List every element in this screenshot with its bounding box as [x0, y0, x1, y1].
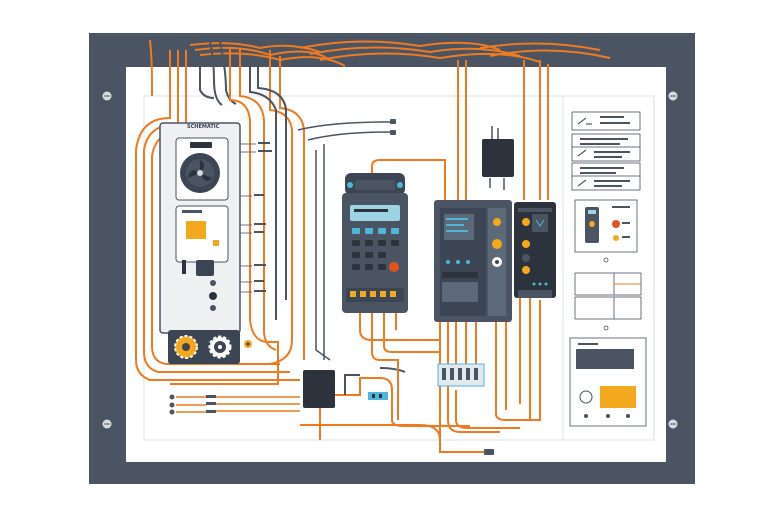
connector-arrows	[390, 119, 396, 135]
top-box-wires	[489, 126, 505, 190]
drive1-buttons	[352, 228, 399, 234]
legend-column	[562, 96, 655, 440]
cabinet-callouts	[240, 143, 256, 293]
drive1-wires	[359, 159, 446, 420]
drive2-leds	[446, 218, 468, 232]
terminal-end-marker	[484, 449, 494, 455]
callout-dashes	[254, 142, 272, 292]
terminal-markers-left	[169, 394, 216, 415]
cable-bundle-dark	[209, 41, 237, 106]
drive1-terminals	[350, 291, 396, 297]
legend-switch-5	[571, 175, 641, 191]
lower-right-wires	[439, 298, 541, 440]
relay-icon	[303, 370, 335, 408]
gear-icon	[174, 335, 198, 359]
legend-switch-3	[571, 146, 641, 162]
bottom-left-wires	[176, 396, 300, 413]
drive-unit-3	[514, 202, 556, 298]
left-dark-bundle	[199, 56, 287, 320]
screw-icon	[668, 91, 678, 101]
drive3-leds	[532, 282, 548, 286]
legend-boxes	[574, 272, 642, 320]
cabinet-title: SCHEMATIC	[187, 124, 220, 130]
drive1-keypad	[352, 240, 399, 270]
left-small-wires	[297, 121, 391, 361]
screw-icon	[102, 419, 112, 429]
legend-display	[569, 337, 647, 427]
screw-icon	[668, 419, 678, 429]
top-relay-box	[482, 139, 514, 177]
left-orange-bundle	[135, 48, 305, 385]
drive-unit-2	[434, 200, 512, 322]
legend-switch-2	[571, 133, 641, 149]
small-terminal-block	[368, 392, 388, 400]
legend-device	[574, 199, 638, 253]
screw-icon	[102, 91, 112, 101]
terminal-block-icon	[437, 363, 485, 387]
center-dark-wires	[344, 367, 406, 395]
drive-unit-1	[342, 173, 408, 313]
gear-icon	[208, 335, 232, 359]
fan-icon	[180, 153, 220, 193]
control-cabinet: SCHEMATIC	[159, 122, 252, 364]
legend-switch-4	[571, 162, 641, 178]
legend-switch-1	[571, 111, 641, 131]
top-box-orange	[457, 60, 549, 200]
